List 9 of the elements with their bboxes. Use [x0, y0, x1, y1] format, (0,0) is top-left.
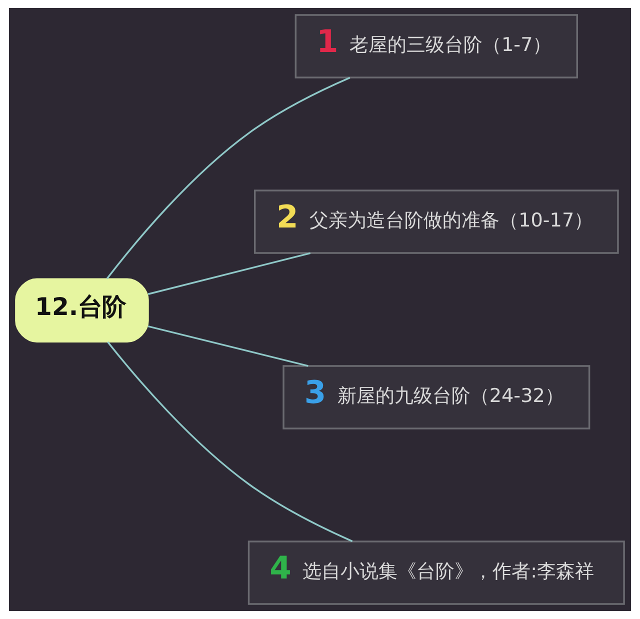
node-box: 3 新屋的九级台阶（24-32）	[282, 365, 590, 430]
connector	[106, 76, 350, 280]
node-box: 2 父亲为造台阶做的准备（10-17）	[254, 190, 619, 254]
connector	[148, 325, 308, 367]
node-box: 1 老屋的三级台阶（1-7）	[294, 14, 578, 78]
connector	[107, 341, 353, 542]
node-box: 4 选自小说集《台阶》，作者:李森祥	[248, 540, 625, 605]
node-box: 12.台阶	[15, 278, 149, 342]
connector	[148, 252, 311, 295]
